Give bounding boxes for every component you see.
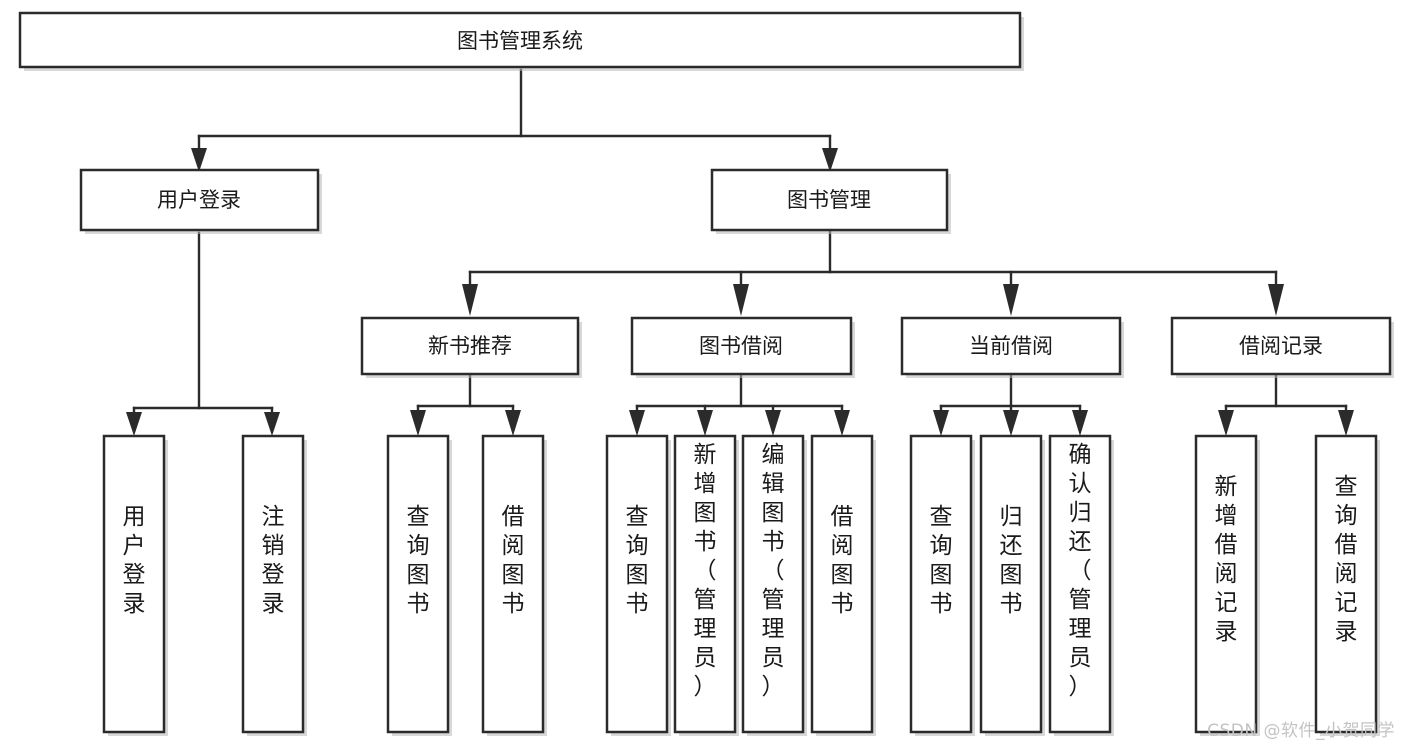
node-newbook[interactable]: 新书推荐 — [360, 316, 582, 378]
node-leaf7[interactable]: 编辑图书（管理员） — [741, 434, 807, 736]
node-root[interactable]: 图书管理系统 — [18, 11, 1024, 71]
node-leaf7-box[interactable] — [741, 434, 805, 734]
node-leaf8-box[interactable] — [810, 434, 874, 734]
node-leaf3[interactable]: 查询图书 — [386, 434, 452, 736]
node-borrow-label: 图书借阅 — [699, 334, 783, 358]
node-borrow-box[interactable] — [630, 316, 853, 376]
node-leaf2-label: 注销登录 — [262, 504, 285, 617]
node-bookmgmt-label: 图书管理 — [787, 188, 871, 212]
node-leaf4-box[interactable] — [481, 434, 545, 734]
node-root-box[interactable] — [18, 11, 1022, 69]
node-leaf6[interactable]: 新增图书（管理员） — [673, 434, 739, 736]
node-leaf3-box[interactable] — [386, 434, 450, 734]
node-leaf8-label: 借阅图书 — [831, 504, 854, 617]
node-leaf3-label: 查询图书 — [407, 504, 430, 617]
node-newbook-box[interactable] — [360, 316, 580, 376]
arrow-head-records — [1268, 284, 1284, 316]
node-login-box[interactable] — [79, 168, 320, 232]
arrow-head-current — [1003, 284, 1019, 316]
node-leaf13-box[interactable] — [1314, 434, 1378, 734]
node-leaf13-label: 查询借阅记录 — [1335, 474, 1358, 645]
node-records[interactable]: 借阅记录 — [1170, 316, 1394, 378]
node-newbook-label: 新书推荐 — [428, 334, 512, 358]
arrow-head-leaf3 — [410, 410, 426, 436]
node-leaf11[interactable]: 确认归还（管理员） — [1048, 434, 1114, 736]
arrow-head-leaf12 — [1218, 410, 1234, 436]
node-leaf10[interactable]: 归还图书 — [979, 434, 1045, 736]
node-leaf1-label: 用户登录 — [123, 504, 146, 617]
node-leaf8[interactable]: 借阅图书 — [810, 434, 876, 736]
node-leaf9[interactable]: 查询图书 — [909, 434, 975, 736]
node-leaf6-label: 新增图书（管理员） — [694, 442, 717, 700]
node-leaf5[interactable]: 查询图书 — [605, 434, 671, 736]
arrow-head-borrow — [733, 284, 749, 316]
node-leaf10-label: 归还图书 — [1000, 504, 1023, 617]
node-login[interactable]: 用户登录 — [79, 168, 322, 234]
node-leaf5-box[interactable] — [605, 434, 669, 734]
node-leaf4-label: 借阅图书 — [502, 504, 525, 617]
node-current-box[interactable] — [900, 316, 1122, 376]
node-leaf10-box[interactable] — [979, 434, 1043, 734]
arrow-head-login — [191, 148, 207, 172]
node-current[interactable]: 当前借阅 — [900, 316, 1124, 378]
arrow-head-leaf11 — [1072, 410, 1088, 436]
node-current-label: 当前借阅 — [969, 334, 1053, 358]
arrow-head-leaf9 — [933, 410, 949, 436]
node-root-label: 图书管理系统 — [457, 29, 583, 53]
node-leaf6-box[interactable] — [673, 434, 737, 734]
connector-layer — [126, 68, 1354, 436]
arrow-head-bookmgmt — [822, 148, 838, 172]
node-records-label: 借阅记录 — [1239, 334, 1323, 358]
arrow-head-leaf2 — [264, 412, 280, 436]
arrow-head-leaf7 — [765, 410, 781, 436]
node-leaf1-box[interactable] — [102, 434, 166, 734]
node-leaf12-label: 新增借阅记录 — [1215, 474, 1238, 645]
node-login-label: 用户登录 — [157, 188, 241, 212]
node-leaf9-label: 查询图书 — [930, 504, 953, 617]
csdn-watermark: CSDN @软件_小贺同学 — [1207, 721, 1395, 741]
node-leaf1[interactable]: 用户登录 — [102, 434, 168, 736]
arrow-head-leaf5 — [629, 410, 645, 436]
node-leaf12-box[interactable] — [1194, 434, 1258, 734]
arrow-head-leaf13 — [1338, 410, 1354, 436]
arrow-head-newbook — [462, 284, 478, 316]
arrow-head-leaf10 — [1003, 410, 1019, 436]
node-leaf2-box[interactable] — [241, 434, 305, 734]
node-leaf5-label: 查询图书 — [626, 504, 649, 617]
arrow-head-leaf1 — [126, 412, 142, 436]
arrow-head-leaf4 — [505, 410, 521, 436]
node-leaf12[interactable]: 新增借阅记录 — [1194, 434, 1260, 736]
node-leaf7-label: 编辑图书（管理员） — [762, 442, 785, 700]
node-leaf11-label: 确认归还（管理员） — [1069, 442, 1092, 700]
node-leaf9-box[interactable] — [909, 434, 973, 734]
node-borrow[interactable]: 图书借阅 — [630, 316, 855, 378]
node-leaf2[interactable]: 注销登录 — [241, 434, 307, 736]
node-leaf13[interactable]: 查询借阅记录 — [1314, 434, 1380, 736]
node-bookmgmt[interactable]: 图书管理 — [710, 168, 951, 234]
arrow-head-leaf8 — [834, 410, 850, 436]
node-records-box[interactable] — [1170, 316, 1392, 376]
node-leaf4[interactable]: 借阅图书 — [481, 434, 547, 736]
node-leaf11-box[interactable] — [1048, 434, 1112, 734]
arrow-head-leaf6 — [697, 410, 713, 436]
node-bookmgmt-box[interactable] — [710, 168, 949, 232]
